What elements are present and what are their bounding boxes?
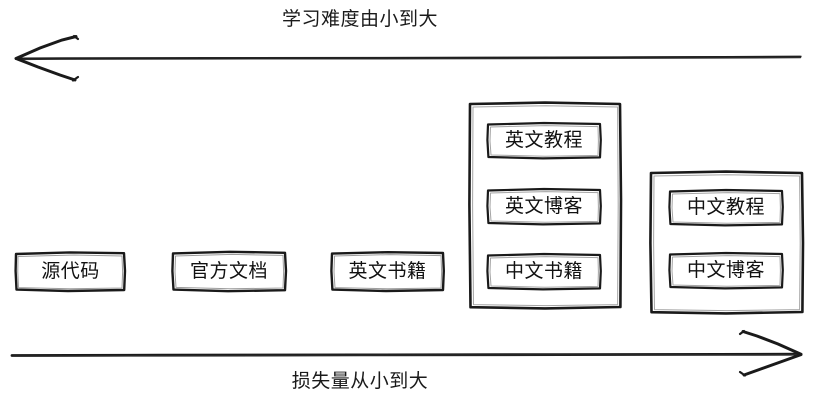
node-box-chinese-books[interactable] bbox=[486, 252, 602, 291]
node-box-chinese-tutorial[interactable] bbox=[668, 188, 784, 227]
bottom-axis-label: 损失量从小到大 bbox=[291, 370, 429, 392]
node-box-english-books[interactable] bbox=[330, 251, 445, 293]
node-box-source-code[interactable] bbox=[14, 251, 127, 293]
bottom-axis bbox=[10, 329, 803, 377]
node-box-english-blog[interactable] bbox=[486, 187, 602, 226]
node-box-english-tutorial[interactable] bbox=[486, 121, 602, 160]
node-box-chinese-blog[interactable] bbox=[668, 251, 784, 290]
top-axis bbox=[14, 34, 802, 82]
top-axis-label: 学习难度由小到大 bbox=[281, 8, 438, 30]
node-box-official-docs[interactable] bbox=[171, 250, 288, 293]
